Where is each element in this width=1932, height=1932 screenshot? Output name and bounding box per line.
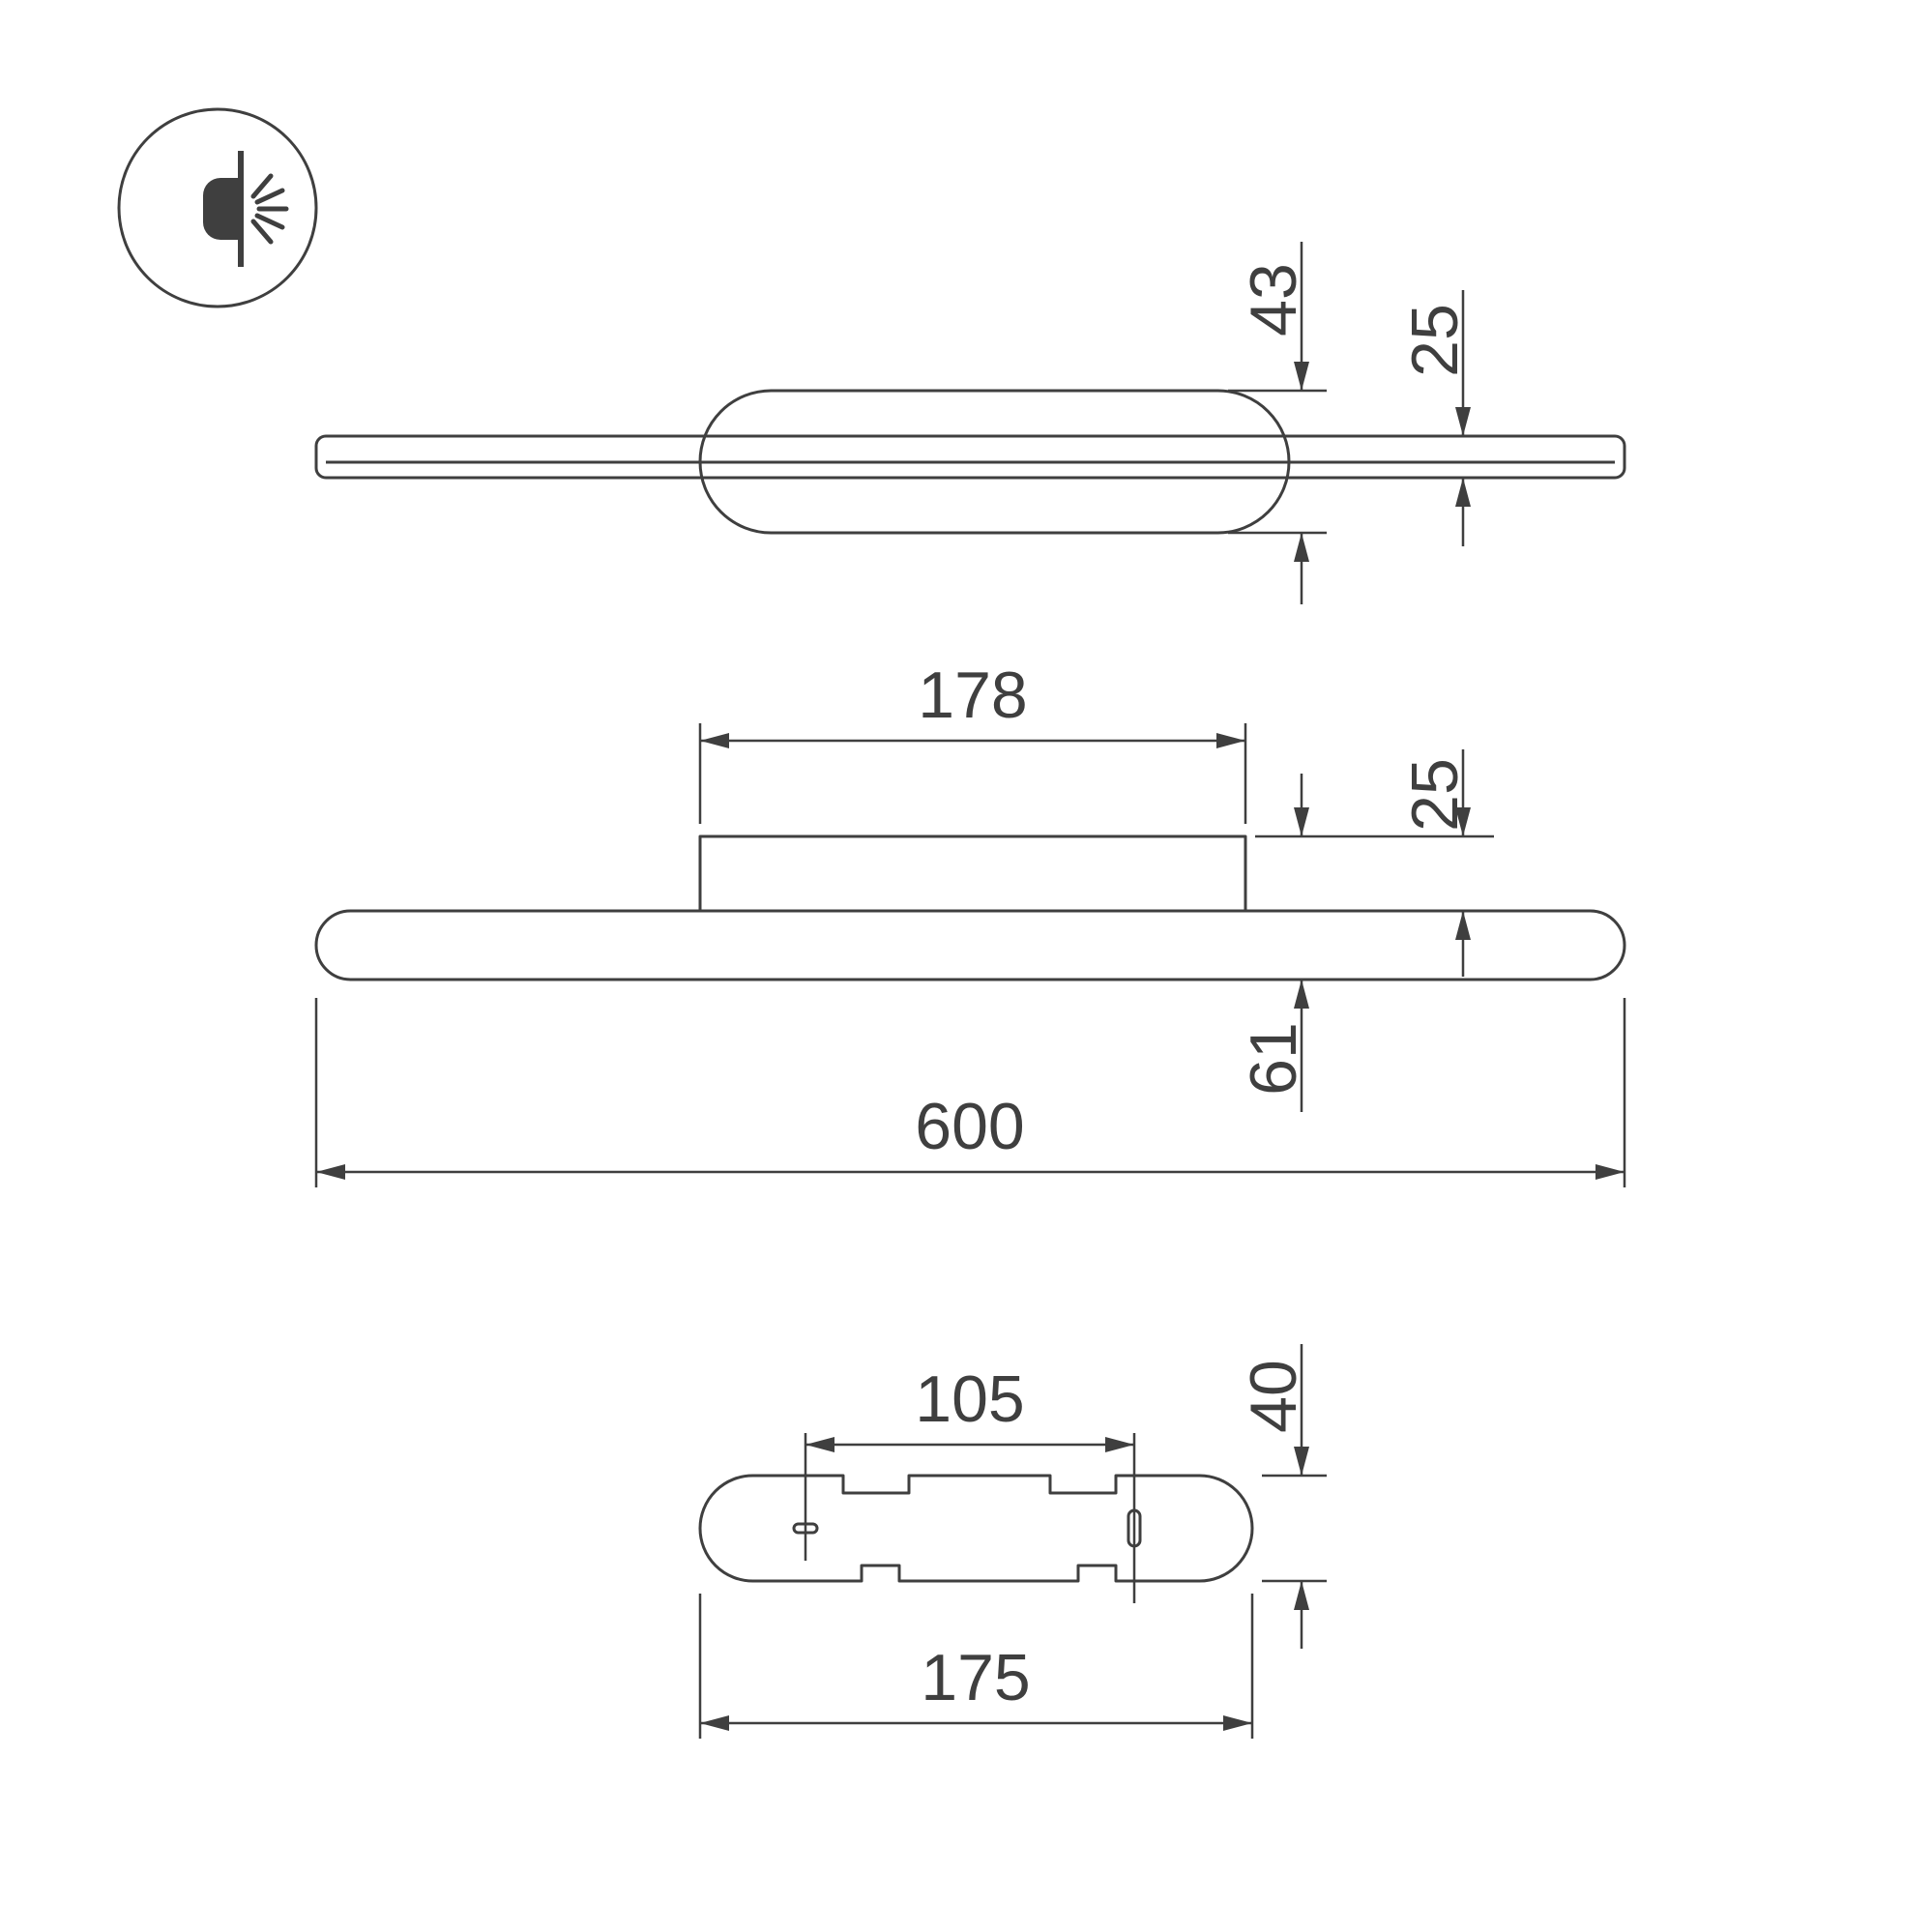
dim-label: 61: [1237, 1022, 1310, 1096]
bottom-view: 105 40 175: [698, 1344, 1327, 1739]
dim-label: 105: [915, 1362, 1024, 1436]
dim-label: 25: [1398, 304, 1472, 377]
icon-circle: [117, 107, 318, 308]
arrowhead: [316, 1164, 345, 1180]
wall-lamp-icon: [117, 107, 318, 308]
dim-slot-spacing: 105: [804, 1362, 1136, 1603]
dim-label: 175: [921, 1641, 1030, 1714]
arrowhead: [700, 1715, 729, 1731]
dim-body-depth: 43: [1228, 242, 1327, 604]
dim-plate-depth: 40: [1237, 1344, 1327, 1649]
dim-total-height: 61: [1237, 774, 1310, 1112]
lamp-face-line: [238, 151, 244, 267]
dim-bracket-height: 25: [1398, 749, 1472, 977]
arrowhead: [1105, 1437, 1134, 1452]
front-view-bar: [314, 909, 1626, 981]
side-view-bar-profile: [314, 434, 1626, 480]
dim-label: 178: [918, 659, 1027, 732]
arrowhead: [805, 1437, 834, 1452]
arrowhead: [1223, 1715, 1252, 1731]
light-rays-icon: [250, 173, 289, 245]
arrowhead: [1595, 1164, 1625, 1180]
arrowhead: [1294, 1447, 1309, 1476]
front-view-bracket-box: [698, 834, 1247, 911]
dim-bar-thickness: 25: [1398, 290, 1472, 546]
dim-length: 600: [314, 998, 1626, 1187]
arrowhead: [1455, 807, 1471, 836]
dim-plate-length: 175: [698, 1594, 1254, 1739]
arrowhead: [1294, 980, 1309, 1009]
dim-label: 600: [915, 1090, 1024, 1163]
arrowhead: [1216, 733, 1245, 748]
arrowhead: [1294, 807, 1309, 836]
mounting-plate-outline: [698, 1474, 1254, 1583]
arrowhead: [1294, 533, 1309, 562]
dim-label: 25: [1398, 758, 1472, 832]
front-view: 178 25 61 600: [314, 659, 1626, 1187]
arrowhead: [1455, 407, 1471, 436]
arrowhead: [1294, 362, 1309, 391]
lamp-body: [203, 178, 238, 240]
dim-label: 40: [1237, 1360, 1310, 1433]
dim-label: 43: [1237, 263, 1310, 337]
side-view: 43 25: [314, 242, 1626, 604]
arrowhead: [700, 733, 729, 748]
dim-bracket-width: 178: [698, 659, 1247, 824]
arrowhead: [1294, 1581, 1309, 1610]
arrowhead: [1455, 478, 1471, 507]
arrowhead: [1455, 911, 1471, 940]
